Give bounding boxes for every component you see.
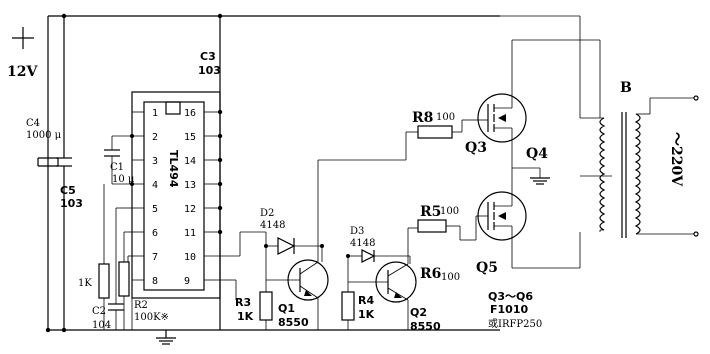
q4-name: Q4 xyxy=(526,146,548,162)
r2-resistor xyxy=(118,231,133,330)
r6-name: R6 xyxy=(420,266,441,282)
r8-value: 100 xyxy=(436,112,455,123)
r4-value: 1K xyxy=(358,308,375,321)
c2-value: 104 xyxy=(92,320,111,331)
c2-capacitor xyxy=(108,207,132,330)
r8-name: R8 xyxy=(412,110,433,126)
r4-resistor xyxy=(341,291,355,330)
q3-mosfet xyxy=(476,40,527,160)
ground-symbol-right xyxy=(511,160,550,185)
r3-resistor xyxy=(259,291,273,330)
mosfet-range-label: Q3～Q6 xyxy=(488,290,533,303)
r5-resistor xyxy=(417,219,476,241)
c2-name: C2 xyxy=(92,306,106,317)
ic-pin-1: 1 xyxy=(152,108,158,119)
ic-part-label: TL494 xyxy=(167,150,180,188)
ic-tl494 xyxy=(131,91,240,299)
ic-pin-10: 10 xyxy=(184,252,196,263)
ic-pin-5: 5 xyxy=(152,204,158,215)
q2-value: 8550 xyxy=(410,320,441,333)
d3-value: 4148 xyxy=(350,238,375,249)
q5-name: Q5 xyxy=(476,260,498,276)
q1-value: 8550 xyxy=(278,316,309,329)
d3-name: D3 xyxy=(350,226,364,237)
transformer-name: B xyxy=(620,80,632,96)
ic-pin-2: 2 xyxy=(152,132,158,143)
plus-symbol xyxy=(12,27,34,49)
q1-transistor xyxy=(266,160,329,330)
c3-value: 103 xyxy=(198,64,221,77)
ic-pin-4: 4 xyxy=(152,180,158,191)
d2-value: 4148 xyxy=(260,220,285,231)
gate-drive-wires xyxy=(318,131,418,229)
ground-symbol-left xyxy=(156,330,176,345)
ic-pin-7: 7 xyxy=(152,252,158,263)
ic-pin-13: 13 xyxy=(184,180,196,191)
r6-value: 100 xyxy=(441,272,460,283)
output-voltage-label: ～220V xyxy=(668,132,684,187)
r1-resistor xyxy=(98,184,110,330)
c1-name: C1 xyxy=(110,162,124,173)
ic-pin-6: 6 xyxy=(152,228,158,239)
c1-network xyxy=(104,134,134,186)
q2-transistor xyxy=(348,228,417,330)
ic-pin-12: 12 xyxy=(184,204,196,215)
r4-name: R4 xyxy=(358,294,374,307)
ic-pin-3: 3 xyxy=(152,156,158,167)
d3-diode xyxy=(220,249,410,300)
ic-pin-8: 8 xyxy=(152,276,158,287)
c5-name: C5 xyxy=(60,184,76,197)
q1-name: Q1 xyxy=(278,302,295,315)
mosfet-alt-label: 或IRFP250 xyxy=(488,318,542,330)
q2-name: Q2 xyxy=(410,306,427,319)
ic-pin-9: 9 xyxy=(184,276,190,287)
capacitor-c4 xyxy=(37,157,59,167)
ic-pin-15: 15 xyxy=(184,132,196,143)
c5-value: 103 xyxy=(60,197,83,210)
d2-name: D2 xyxy=(260,208,274,219)
ic-pin-16: 16 xyxy=(184,108,196,119)
transformer-b xyxy=(500,15,699,268)
c4-value: 1000 μ xyxy=(26,130,62,141)
r3-value: 1K xyxy=(237,310,254,323)
supply-voltage-label: 12V xyxy=(7,64,38,80)
r3-name: R3 xyxy=(235,296,251,309)
r8-resistor xyxy=(417,119,476,139)
q5-mosfet xyxy=(475,168,580,269)
q3-name: Q3 xyxy=(465,140,487,156)
r2-name: R2 xyxy=(134,300,148,311)
c4-name: C4 xyxy=(26,118,40,129)
c3-name: C3 xyxy=(200,50,216,63)
r5-name: R5 xyxy=(420,204,441,220)
ic-pin-11: 11 xyxy=(184,228,196,239)
mosfet-part-label: F1010 xyxy=(490,303,528,316)
r5-value: 100 xyxy=(440,206,459,217)
capacitor-c5 xyxy=(56,157,72,167)
r2-value: 100K※ xyxy=(134,312,169,323)
ic-pin-14: 14 xyxy=(184,156,196,167)
r1-value: 1K xyxy=(78,278,92,289)
d2-diode xyxy=(239,231,322,292)
c1-value: 10 μ xyxy=(112,174,135,185)
